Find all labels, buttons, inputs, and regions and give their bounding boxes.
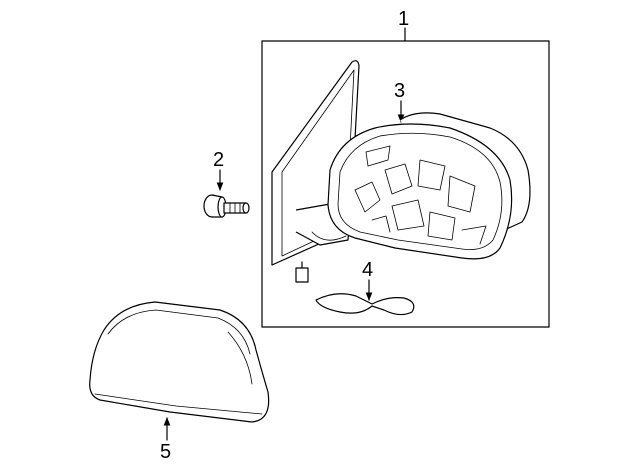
mirror-cover bbox=[89, 301, 270, 423]
callout-3: 3 bbox=[394, 80, 405, 102]
callout-4: 4 bbox=[362, 259, 373, 281]
callout-2: 2 bbox=[213, 149, 224, 171]
callout-5: 5 bbox=[160, 441, 171, 463]
bolt-part bbox=[203, 194, 250, 218]
mirror-head bbox=[327, 112, 531, 260]
adhesive-pad bbox=[315, 293, 415, 316]
callout-1: 1 bbox=[398, 8, 409, 30]
